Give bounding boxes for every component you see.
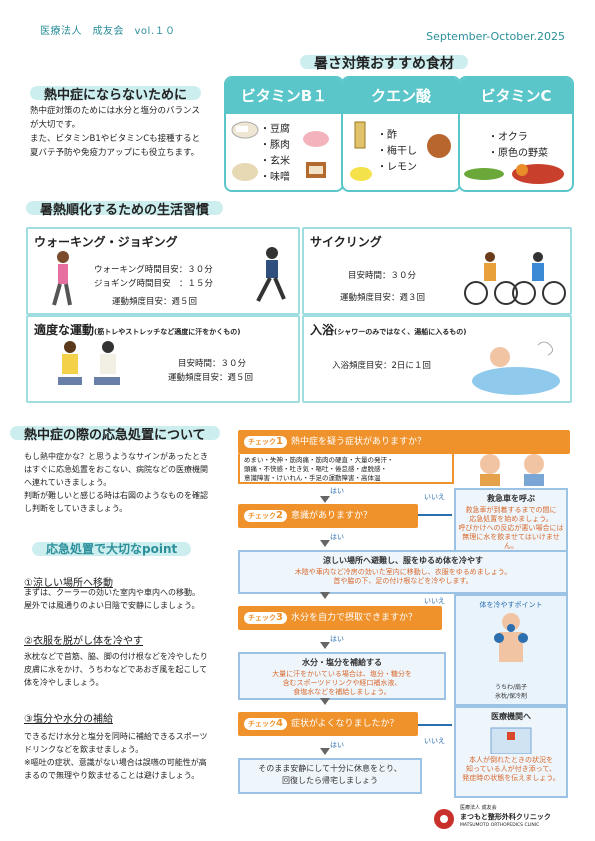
citric-acid-title: クエン酸: [343, 78, 459, 114]
cooling-point-box: 体を冷やすポイント うちわ/扇子 氷枕/保冷剤: [454, 594, 568, 706]
intro-title: 熱中症にならないために: [29, 84, 202, 103]
no-label-1: いいえ: [424, 493, 445, 501]
vitamin-b1-title: ビタミンB１: [226, 78, 342, 114]
point-2-body: 氷枕などで首筋、脇、脚の付け根などを冷やしたり 皮膚に水をかけ、うちわなどであお…: [24, 652, 208, 687]
no-label-2: いいえ: [424, 597, 445, 605]
foods-title: 暑さ対策おすすめ食材: [300, 53, 468, 73]
vitamin-c-title: ビタミンC: [460, 78, 572, 114]
symptom-list: めまい・失神・筋肉痛・筋肉の硬直・大量の発汗・ 頭痛・不快感・吐き気・嘔吐・倦怠…: [238, 454, 454, 484]
exercise-box: 適度な運動(筋トレやストレッチなど適度に汗をかくもの) 目安時間：３０分 運動頻…: [26, 315, 300, 403]
bath-title: 入浴(シャワーのみではなく、湯船に入るもの): [310, 323, 467, 337]
exercise-time: 目安時間：３０分: [178, 359, 247, 369]
vitamin-c-list: ・オクラ ・原色の野菜: [488, 132, 548, 159]
yes-label-4: はい: [330, 741, 344, 749]
vitamin-b1-card: ビタミンB１ ・豆腐 ・豚肉 ・玄米 ・味噌: [224, 76, 344, 192]
bath-box: 入浴(シャワーのみではなく、湯船に入るもの) 入浴頻度目安：2日に１回: [302, 315, 572, 403]
newsletter-issue: 医療法人 成友会 vol.１０: [40, 26, 176, 37]
vegetables-icon: [464, 164, 564, 184]
emergency-body: もし熱中症かな？と思うようなサインがあったとき はすぐに応急処置をおこない、病院…: [24, 452, 208, 513]
vitamin-b1-list: ・豆腐 ・豚肉 ・玄米 ・味噌: [260, 124, 290, 183]
body-cooling-icon: [494, 613, 528, 662]
hydrate-box: 水分・塩分を補給する 大量に汗をかいている場合は、塩分・糖分を 含むスポーツドリ…: [238, 652, 446, 700]
habits-title: 暑熱順化するための生活習慣: [25, 199, 224, 218]
workout-icon: [58, 341, 120, 385]
walking-frequency: 運動頻度目安：週５回: [112, 297, 198, 307]
jogger-icon: [256, 247, 286, 302]
point-3-heading: ③塩分や水分の補給: [24, 714, 113, 725]
pig-miso-icon: [303, 131, 329, 178]
point-title: 応急処置で大切なpoint: [31, 542, 192, 556]
citric-acid-card: クエン酸 ・酢 ・梅干し ・レモン: [341, 76, 461, 192]
yes-label-1: はい: [330, 487, 344, 495]
clinic-logo: 医療法人 成友会 まつもと整形外科クリニック MATSUMOTO ORTHOPE…: [432, 804, 562, 834]
walking-title: ウォーキング・ジョギング: [34, 235, 178, 249]
cycling-box: サイクリング 目安時間：３０分 運動頻度目安：週３回: [302, 227, 572, 315]
vitamin-c-card: ビタミンC ・オクラ ・原色の野菜: [458, 76, 574, 192]
hospital-icon: [490, 727, 532, 755]
ambulance-box: 救急車を呼ぶ 救急車が到着するまでの間に 応急処置を始めましょう。 呼びかけへの…: [454, 488, 568, 556]
bathtub-icon: [472, 341, 560, 395]
vinegar-lemon-icon: [350, 121, 372, 181]
emergency-title: 熱中症の際の応急処置について: [10, 424, 220, 443]
exercise-title: 適度な運動(筋トレやストレッチなど適度に汗をかくもの): [34, 323, 241, 337]
point-2-heading: ②衣服を脱がし体を冷やす: [24, 636, 143, 647]
yes-label-2: はい: [330, 533, 344, 541]
rest-box: そのまま安静にして十分に休息をとり、 回復したら帰宅しましょう: [238, 758, 422, 794]
walking-box: ウォーキング・ジョギング ウォーキング時間目安：３０分 ジョギング時間目安 ：１…: [26, 227, 300, 315]
cool-down-box: 涼しい場所へ避難し、服をゆるめ体を冷やす 木陰や車内など冷房の効いた室内に移動し…: [238, 550, 568, 594]
point-1-heading: ①涼しい場所へ移動: [24, 578, 113, 589]
walking-time: ウォーキング時間目安：３０分: [94, 265, 213, 275]
cycling-frequency: 運動頻度目安：週３回: [340, 293, 426, 303]
no-label-3: いいえ: [424, 737, 445, 745]
issue-date: September-October.2025: [426, 30, 565, 43]
cyclists-icon: [464, 252, 566, 305]
jogging-time: ジョギング時間目安 ：１５分: [94, 279, 214, 289]
point-1-body: まずは、クーラーの効いた室内や車内への移動。 屋外では風通りのよい日陰で安静にし…: [24, 588, 200, 610]
umeboshi-icon: [427, 134, 451, 158]
walker-icon: [52, 251, 72, 306]
hospital-box: 医療機関へ 本人が倒れたときの状況を 知っている人が付き添って、 発症時の状態を…: [454, 706, 568, 798]
exercise-frequency: 運動頻度目安：週５回: [168, 373, 254, 383]
clinic-logo-mark-icon: [434, 809, 454, 829]
cycling-title: サイクリング: [310, 235, 382, 249]
yes-label-3: はい: [330, 635, 344, 643]
bath-frequency: 入浴頻度目安：2日に１回: [332, 361, 431, 371]
cycling-time: 目安時間：３０分: [348, 271, 417, 281]
tofu-rice-icon: [231, 121, 259, 181]
dizzy-people-icon: [480, 454, 544, 486]
citric-acid-list: ・酢 ・梅干し ・レモン: [377, 130, 417, 173]
point-3-body: できるだけ水分と塩分を同時に補給できるスポーツ ドリンクなどを飲ませましょう。 …: [24, 732, 208, 780]
intro-body: 熱中症対策のためには水分と塩分のバランス が大切です。 また、ビタミンB1やビタ…: [30, 106, 201, 158]
